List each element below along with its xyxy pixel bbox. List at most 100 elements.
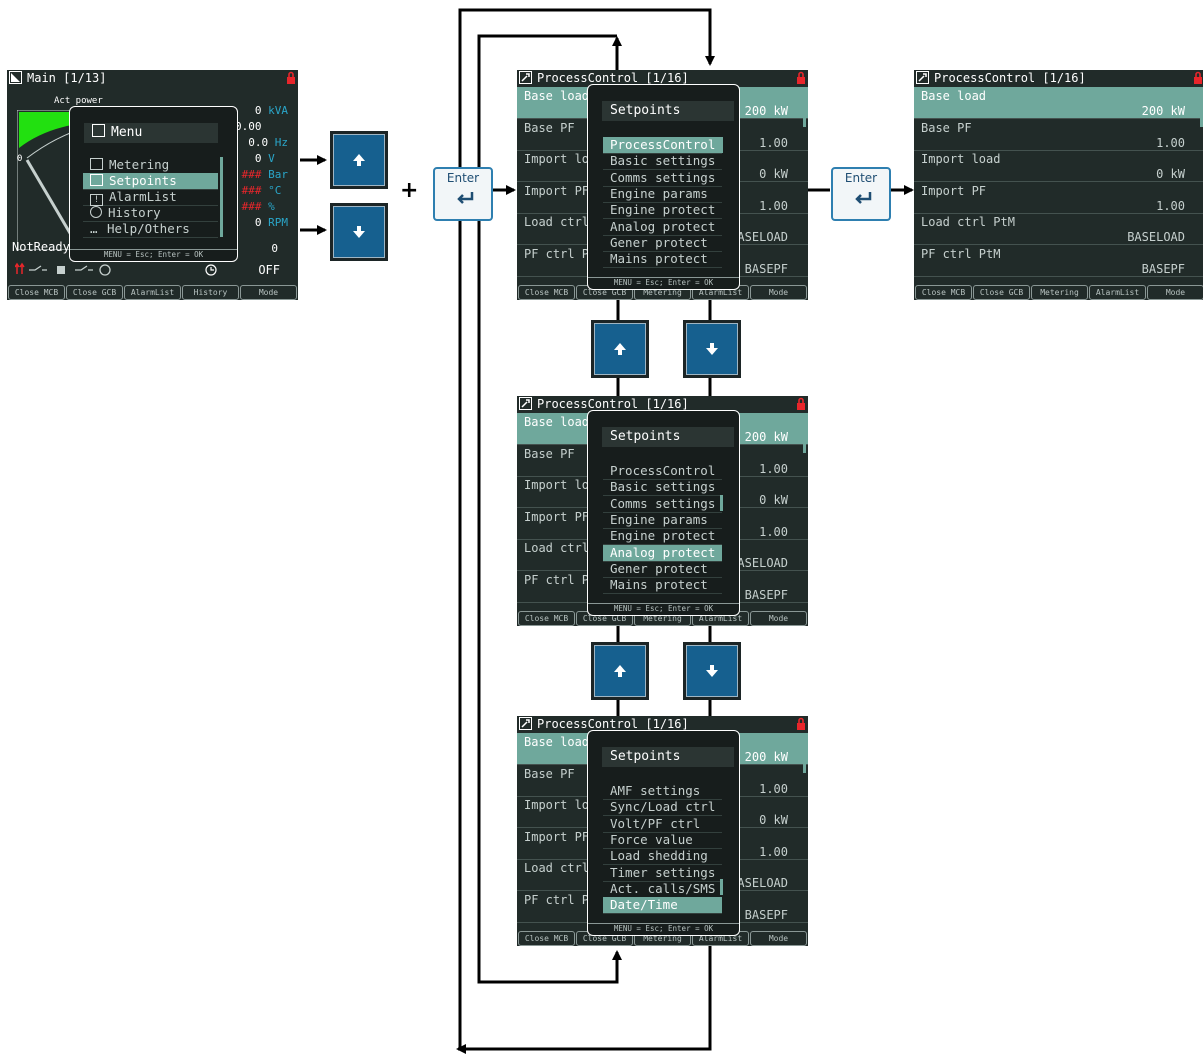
reading-row: ### % xyxy=(228,200,288,216)
setpoints-group-item[interactable]: Act. calls/SMS xyxy=(603,881,722,898)
setpoints-group-item[interactable]: Basic settings xyxy=(603,479,722,497)
setpoints-group-item[interactable]: Comms settings xyxy=(603,170,722,187)
setpoint-value: BASELOAD xyxy=(730,230,788,244)
softkey-close-gcb[interactable]: Close GCB xyxy=(66,285,123,300)
setpoints-group-item[interactable]: Mains protect xyxy=(603,577,722,595)
process-scrollbar[interactable] xyxy=(803,733,806,773)
setpoints-group-item[interactable]: Volt/PF ctrl xyxy=(603,816,722,833)
down-arrow-key[interactable] xyxy=(683,320,741,378)
menu-item-help[interactable]: …Help/Others xyxy=(83,221,218,238)
softkey-mode[interactable]: Mode xyxy=(750,931,807,946)
softkey-close-gcb[interactable]: Close GCB xyxy=(973,285,1030,300)
menu-item-metering[interactable]: Metering xyxy=(83,157,218,174)
softkey-alarmlist[interactable]: AlarmList xyxy=(1089,285,1146,300)
softkey-mode[interactable]: Mode xyxy=(1147,285,1203,300)
softkey-close-mcb[interactable]: Close MCB xyxy=(915,285,972,300)
enter-key-left[interactable]: Enter xyxy=(433,167,493,221)
menu-item-setpoints[interactable]: Setpoints xyxy=(83,173,218,190)
setpoints-group-item[interactable]: Gener protect xyxy=(603,561,722,578)
plus-sign: + xyxy=(400,178,419,203)
chart-icon xyxy=(9,71,22,84)
up-arrow-key[interactable] xyxy=(591,642,649,700)
up-arrow-key[interactable] xyxy=(591,320,649,378)
setpoints-group-item[interactable]: Gener protect xyxy=(603,235,722,252)
arrow-up-icon xyxy=(353,154,365,166)
setpoint-value: 1.00 xyxy=(1156,198,1185,213)
outer-loop-line xyxy=(458,8,715,1051)
setpoint-name: Import PF xyxy=(524,509,590,524)
menu-footer: MENU = Esc; Enter = OK xyxy=(70,249,237,260)
setpoints-group-item[interactable]: Analog protect xyxy=(603,544,722,562)
softkey-alarmlist[interactable]: AlarmList xyxy=(124,285,181,300)
softkey-mode[interactable]: Mode xyxy=(750,285,807,300)
setpoints-group-item[interactable]: Analog protect xyxy=(603,219,722,236)
setpoint-value: 1.00 xyxy=(759,135,788,150)
setpoints-group-item[interactable]: Engine protect xyxy=(603,202,722,220)
main-header: Main [1/13] xyxy=(7,70,298,86)
menu-item-label: AlarmList xyxy=(109,189,177,204)
down-arrow-key[interactable] xyxy=(683,642,741,700)
setpoints-scrollbar[interactable] xyxy=(720,495,723,511)
setpoints-scrollbar[interactable] xyxy=(720,879,723,895)
up-arrow-key[interactable] xyxy=(330,131,388,189)
setpoints-group-item[interactable]: Timer settings xyxy=(603,865,722,882)
setpoints-group-item[interactable]: Engine params xyxy=(603,186,722,203)
menu-item-alarmlist[interactable]: !AlarmList xyxy=(83,189,218,206)
main-screen: Main [1/13] Act power 0 0 kVA 0.00 0.0 H… xyxy=(7,70,298,300)
softkey-mode[interactable]: Mode xyxy=(750,611,807,626)
setpoint-name: PF ctrl PtM xyxy=(524,892,604,907)
reading-row: 0 V xyxy=(228,152,288,168)
setpoints-group-item[interactable]: ProcessControl xyxy=(603,463,722,480)
softkey-close-mcb[interactable]: Close MCB xyxy=(8,285,65,300)
setpoint-value: BASEPF xyxy=(744,261,788,276)
softkey-history[interactable]: History xyxy=(182,285,239,300)
reading-row: 0.00 xyxy=(228,120,288,136)
menu-item-history[interactable]: History xyxy=(83,205,218,222)
softkey-close-mcb[interactable]: Close MCB xyxy=(518,611,575,626)
enter-key-right[interactable]: Enter xyxy=(831,167,891,221)
menu-scrollbar[interactable] xyxy=(220,157,223,237)
softkey-mode[interactable]: Mode xyxy=(240,285,297,300)
reading-value: ### xyxy=(241,184,262,197)
setpoints-group-item[interactable]: Mains protect xyxy=(603,251,722,269)
process-scrollbar[interactable] xyxy=(803,87,806,127)
process-title: ProcessControl [1/16] xyxy=(537,397,689,411)
softkey-metering[interactable]: Metering xyxy=(1031,285,1088,300)
main-menu-popup: Menu Metering Setpoints !AlarmList Histo… xyxy=(69,106,238,262)
process-scrollbar[interactable] xyxy=(803,413,806,453)
process-header: ProcessControl [1/16] xyxy=(914,70,1203,86)
setpoints-scrollbar[interactable] xyxy=(720,137,723,153)
lock-icon xyxy=(797,717,805,730)
menu-title-bar: Menu xyxy=(84,123,218,143)
down-arrow-key[interactable] xyxy=(330,203,388,261)
setpoint-value: 200 kW xyxy=(1141,104,1185,118)
setpoints-group-item[interactable]: AMF settings xyxy=(603,783,722,800)
breaker-status-icons xyxy=(15,262,111,276)
setpoints-group-item[interactable]: ProcessControl xyxy=(603,137,722,154)
reading-value: ### xyxy=(241,168,262,181)
setpoints-group-item[interactable]: Force value xyxy=(603,832,722,849)
setpoints-group-item[interactable]: Engine params xyxy=(603,512,722,529)
enter-label: Enter xyxy=(446,171,480,185)
setpoints-group-item[interactable]: Date/Time xyxy=(603,897,722,915)
setpoints-group-item[interactable]: Basic settings xyxy=(603,153,722,171)
ellipsis-icon: … xyxy=(90,221,98,236)
setpoints-group-item[interactable]: Load shedding xyxy=(603,848,722,866)
softkey-close-mcb[interactable]: Close MCB xyxy=(518,931,575,946)
lock-icon xyxy=(1194,71,1202,84)
setpoints-group-item[interactable]: Comms settings xyxy=(603,496,722,513)
main-title: Main [1/13] xyxy=(27,71,107,85)
setpoint-name: Import load xyxy=(921,152,1001,166)
softkey-close-mcb[interactable]: Close MCB xyxy=(518,285,575,300)
process-title: ProcessControl [1/16] xyxy=(934,71,1086,85)
setpoints-group-item[interactable]: Engine protect xyxy=(603,528,722,546)
process-scrollbar[interactable] xyxy=(1200,87,1203,127)
setpoints-group-item[interactable]: Sync/Load ctrl xyxy=(603,799,722,817)
